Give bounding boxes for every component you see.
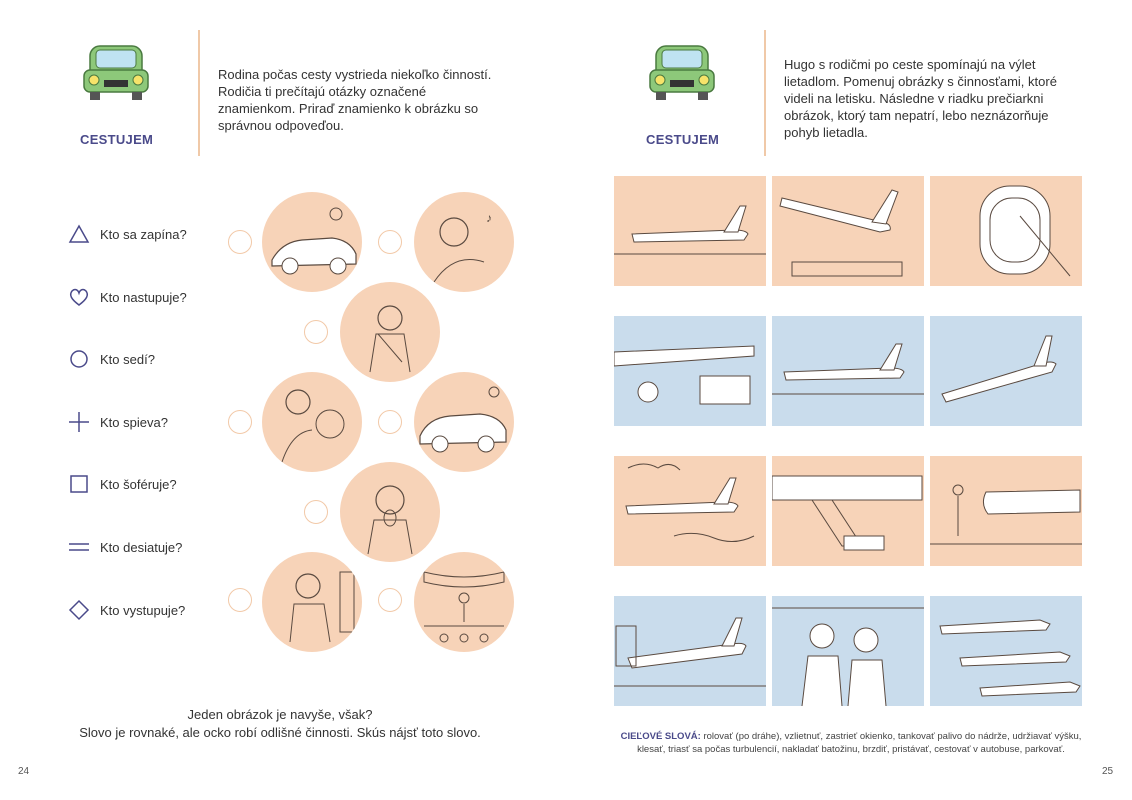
divider [764, 30, 766, 156]
answer-circle[interactable] [304, 500, 328, 524]
answer-circle[interactable] [378, 410, 402, 434]
diamond-icon [68, 599, 90, 621]
answer-circle[interactable] [304, 320, 328, 344]
question-text: Kto sa zapína? [100, 226, 187, 242]
bottom-line-1: Jeden obrázok je navyše, však? [187, 707, 373, 722]
tile-braking [930, 456, 1082, 566]
question-text: Kto desiatuje? [100, 539, 183, 555]
target-words-label: CIEĽOVÉ SLOVÁ: [620, 731, 701, 742]
bottom-line-2: Slovo je rovnaké, ale ocko robí odlišné … [79, 725, 481, 740]
section-label: CESTUJEM [646, 132, 720, 147]
circle-icon [70, 350, 88, 368]
picture-driving [262, 372, 362, 472]
page-number: 25 [1102, 766, 1114, 777]
tile-window-shade [930, 176, 1082, 286]
question-row: Kto vystupuje? [68, 598, 185, 622]
right-page: CESTUJEM Hugo s rodičmi po ceste spomína… [566, 0, 1132, 800]
answer-circle[interactable] [378, 230, 402, 254]
question-row: Kto sa zapína? [68, 222, 187, 246]
car-icon [83, 45, 149, 100]
picture-stage-performing [414, 552, 514, 652]
tile-parking [930, 596, 1082, 706]
triangle-icon [68, 224, 90, 243]
tile-bus-ride [772, 596, 924, 706]
bottom-instructions: Jeden obrázok je navyše, však? Slovo je … [60, 706, 500, 742]
intro-text: Rodina počas cesty vystrieda niekoľko či… [218, 67, 492, 133]
heart-icon [69, 288, 89, 306]
svg-text:♪: ♪ [486, 211, 492, 225]
square-icon [70, 475, 88, 493]
question-row: Kto desiatuje? [68, 535, 182, 559]
picture-snacking [340, 462, 440, 562]
tile-loading-baggage [772, 456, 924, 566]
question-row: Kto šoféruje? [68, 472, 177, 496]
page-number: 24 [18, 766, 30, 777]
picture-car-boarding [262, 192, 362, 292]
question-text: Kto šoféruje? [100, 476, 177, 492]
picture-singing: ♪ [414, 192, 514, 292]
question-text: Kto nastupuje? [100, 289, 187, 305]
question-row: Kto spieva? [68, 410, 168, 434]
answer-circle[interactable] [228, 588, 252, 612]
tile-turbulence [614, 456, 766, 566]
picture-sitting [262, 552, 362, 652]
tile-refueling [614, 316, 766, 426]
question-text: Kto vystupuje? [100, 602, 186, 618]
tile-taxiing [614, 176, 766, 286]
target-words: CIEĽOVÉ SLOVÁ: rolovať (po dráhe), vzlie… [616, 730, 1086, 756]
tile-landing [614, 596, 766, 706]
plus-icon [69, 412, 89, 432]
intro-text: Hugo s rodičmi po ceste spomínajú na výl… [784, 57, 1057, 140]
section-label: CESTUJEM [80, 132, 154, 147]
picture-seatbelt [340, 282, 440, 382]
double-line-icon [69, 543, 89, 551]
car-icon [649, 45, 715, 100]
question-text: Kto spieva? [100, 414, 168, 430]
question-row: Kto nastupuje? [68, 285, 187, 309]
picture-car-exiting [414, 372, 514, 472]
tile-descending [930, 316, 1082, 426]
answer-circle[interactable] [378, 588, 402, 612]
question-text: Kto sedí? [100, 351, 155, 367]
divider [198, 30, 200, 156]
tile-cruising [772, 316, 924, 426]
target-words-list: rolovať (po dráhe), vzlietnuť, zastrieť … [637, 731, 1082, 755]
left-page: CESTUJEM Rodina počas cesty vystrieda ni… [18, 30, 514, 777]
answer-circle[interactable] [228, 410, 252, 434]
question-row: Kto sedí? [68, 347, 155, 371]
answer-circle[interactable] [228, 230, 252, 254]
tile-takeoff [772, 176, 924, 286]
